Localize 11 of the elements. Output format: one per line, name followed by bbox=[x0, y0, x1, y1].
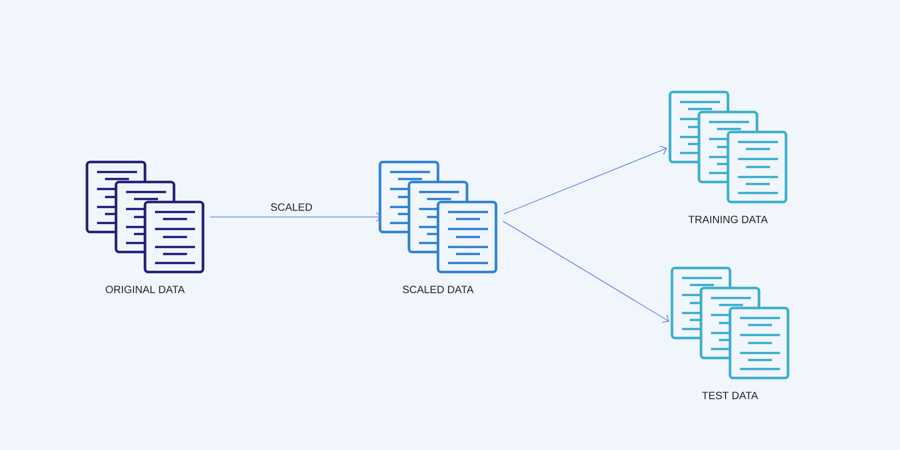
document-stack: ORIGINAL DATA bbox=[86, 160, 204, 294]
node-label: TEST DATA bbox=[702, 392, 758, 400]
document-stack: TEST DATA bbox=[670, 266, 790, 400]
node-label: ORIGINAL DATA bbox=[106, 286, 185, 294]
document-stack: TRAINING DATA bbox=[668, 90, 788, 224]
document-stack: SCALED DATA bbox=[378, 160, 498, 294]
arrow bbox=[502, 220, 670, 323]
arrow bbox=[210, 212, 382, 222]
node-label: TRAINING DATA bbox=[688, 216, 768, 224]
node-label: SCALED DATA bbox=[402, 286, 474, 294]
arrow bbox=[503, 146, 668, 214]
